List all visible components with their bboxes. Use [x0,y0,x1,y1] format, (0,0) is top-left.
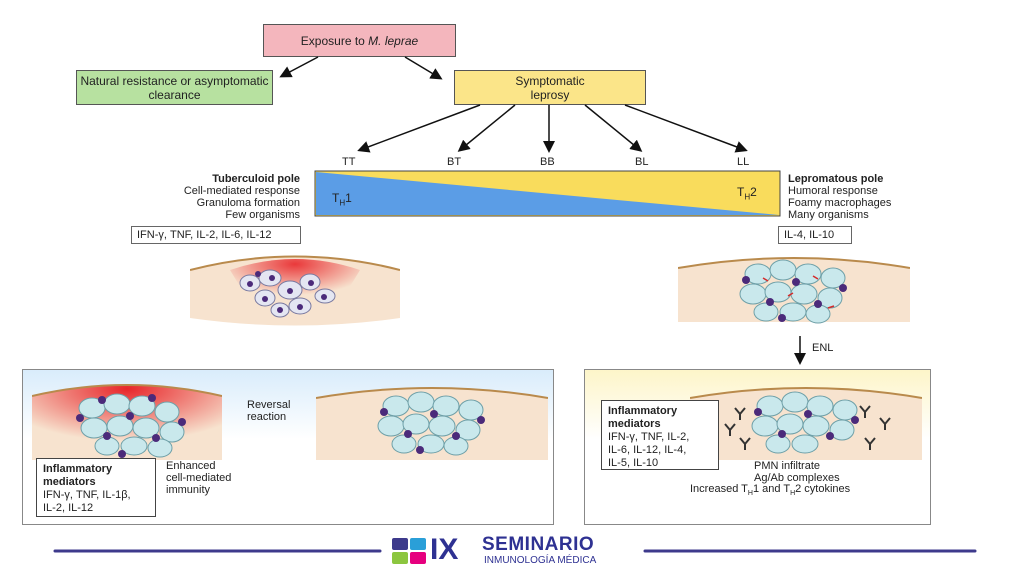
reversal-tissue-right [316,387,548,460]
pmn-infiltrate-label: PMN infiltrate [754,460,821,472]
arrow-to-bl [584,104,643,152]
tuberculoid-line1: Cell-mediated response [183,185,300,197]
label-th2: TH2 [737,185,757,202]
lepromatous-tissue-illustration [678,257,910,324]
arrow-to-symptomatic [404,56,443,80]
agab-label: Ag/Ab complexes [754,472,840,484]
logo-tile-2 [410,538,426,550]
logo-icon [392,538,426,564]
enl-tissue-illustration [690,387,922,460]
enhanced-label-2: cell-mediated [166,472,232,484]
left-inflam-line1: IFN-γ, TNF, IL-1β, [43,489,131,501]
enl-label: ENL [812,342,834,354]
reversal-tissue-left [32,384,222,460]
lepromatous-title: Lepromatous pole [788,173,884,185]
right-inflam-line1: IFN-γ, TNF, IL-2, [608,431,690,443]
left-inflam-line2: IL-2, IL-12 [43,502,94,514]
label-bb: BB [540,156,555,168]
logo-tile-3 [392,552,408,564]
symptomatic-leprosy-box: Symptomatic leprosy [454,70,646,105]
symptomatic-leprosy-label: Symptomatic leprosy [515,73,585,102]
logo-ix: IX [430,533,459,566]
natural-resistance-label: Natural resistance or asymptomatic clear… [80,73,269,102]
reversal-label-2: reaction [247,411,287,423]
tuberculoid-line2: Granuloma formation [196,197,300,209]
logo-subtitle: INMUNOLOGÍA MÉDICA [484,555,597,566]
lepromatous-line1: Humoral response [788,185,878,197]
enhanced-label-3: immunity [166,484,211,496]
right-inflam-line3: IL-5, IL-10 [608,457,659,469]
label-th1: TH1 [332,191,352,208]
logo-tile-1 [392,538,408,550]
exposure-box: Exposure to M. leprae [263,24,456,57]
logo-seminario: SEMINARIO [482,534,595,555]
tuberculoid-cytokines: IFN-γ, TNF, IL-2, IL-6, IL-12 [131,226,301,244]
right-inflam-title-2: mediators [608,418,661,430]
logo-tile-4 [410,552,426,564]
enhanced-label-1: Enhanced [166,460,216,472]
left-inflam-title-1: Inflammatory [43,463,113,475]
label-ll: LL [737,156,750,168]
lepromatous-line2: Foamy macrophages [788,197,892,209]
exposure-label: Exposure to M. leprae [300,33,419,48]
tuberculoid-line3: Few organisms [225,209,300,221]
left-inflam-title-2: mediators [43,476,96,488]
right-inflam-title-1: Inflammatory [608,405,678,417]
left-inflammatory-mediators: Inflammatory mediators IFN-γ, TNF, IL-1β… [36,458,156,517]
label-tt: TT [342,156,356,168]
right-inflammatory-mediators: Inflammatory mediators IFN-γ, TNF, IL-2,… [601,400,719,470]
arrow-to-bt [457,104,516,152]
arrow-to-ll [624,104,748,153]
seminario-logo: IX SEMINARIO INMUNOLOGÍA MÉDICA [392,534,637,568]
th1-wedge [316,172,779,215]
natural-resistance-box: Natural resistance or asymptomatic clear… [76,70,273,105]
label-bl: BL [635,156,649,168]
increased-cytokines-label: Increased TH1 and TH2 cytokines [690,483,851,498]
tuberculoid-title: Tuberculoid pole [212,173,300,185]
reversal-label-1: Reversal [247,399,291,411]
lepromatous-cytokines: IL-4, IL-10 [778,226,852,244]
right-inflam-line2: IL-6, IL-12, IL-4, [608,444,687,456]
tuberculoid-tissue-illustration [190,255,400,326]
lepromatous-line3: Many organisms [788,209,869,221]
arrow-to-natural [279,56,319,78]
label-bt: BT [447,156,462,168]
arrow-to-tt [357,104,481,153]
